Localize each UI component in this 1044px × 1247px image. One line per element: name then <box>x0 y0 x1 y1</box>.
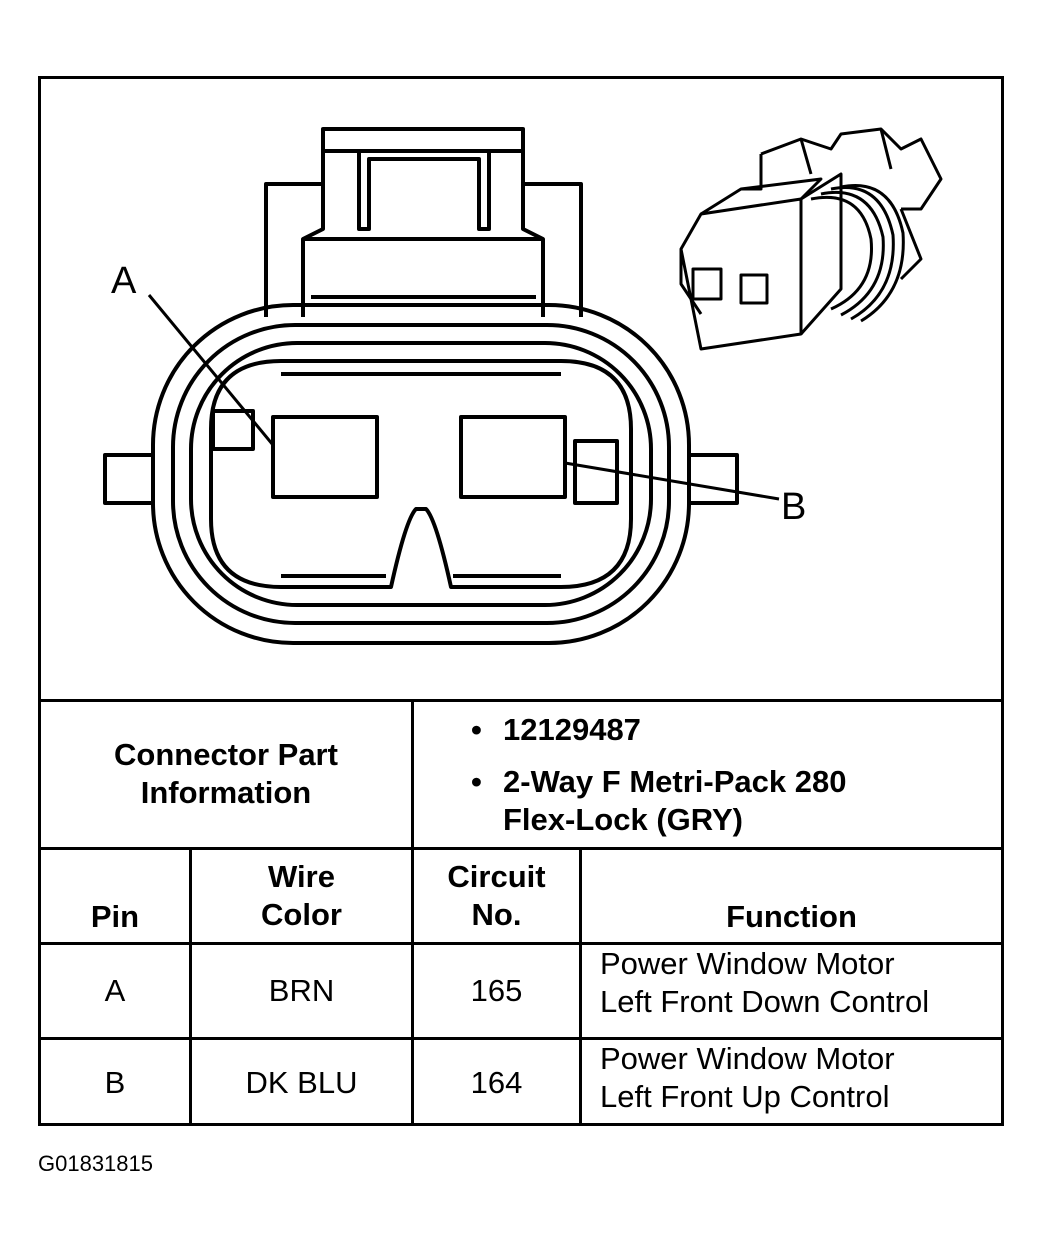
connector-description-line2: Flex-Lock (GRY) <box>503 802 743 837</box>
left-ear <box>103 453 155 505</box>
connector-info-bullet: • 12129487 <box>471 711 1001 749</box>
part-number: 12129487 <box>503 712 641 747</box>
terminal-cavity-b <box>459 415 567 499</box>
diagram-frame: A B Connector Part Information <box>38 76 1004 1126</box>
table-row-a-function: Power Window Motor Left Front Down Contr… <box>600 946 930 1019</box>
table-row-b-wire-color: DK BLU <box>245 1065 358 1100</box>
connector-illustration <box>679 127 943 351</box>
figure-id: G01831815 <box>38 1151 153 1176</box>
table-row-b-function: Power Window Motor Left Front Up Control <box>600 1041 895 1114</box>
table-row-a-circuit: 165 <box>470 973 523 1008</box>
table-row-a-wire-color: BRN <box>268 973 335 1008</box>
connector-cavity <box>209 359 633 589</box>
connector-info-bullet: • 2-Way F Metri-Pack 280 Flex-Lock (GRY) <box>471 763 1001 839</box>
table-row-b-circuit: 164 <box>470 1065 523 1100</box>
leader-line-b <box>564 461 780 501</box>
connector-info-label-line1: Connector Part <box>114 737 338 772</box>
header-function: Function <box>726 899 857 934</box>
connector-diagram: A B <box>103 127 943 645</box>
locking-tab <box>264 127 583 317</box>
connector-info-bullets: • 12129487 • 2-Way F Metri-Pack 280 Flex… <box>471 711 1001 853</box>
table-row-a-pin: A <box>104 973 126 1008</box>
connector-info-label: Connector Part Information <box>41 701 411 847</box>
header-circuit-no: Circuit No. <box>447 859 546 932</box>
pin-label-b: B <box>781 486 806 528</box>
terminal-cavity-a <box>271 415 379 499</box>
connector-outer-shell <box>151 303 691 645</box>
bullet-icon: • <box>471 764 482 799</box>
leader-line-a <box>147 294 275 446</box>
header-wire-color: Wire Color <box>261 859 342 932</box>
connector-description-line1: 2-Way F Metri-Pack 280 <box>503 764 847 799</box>
pin-label-a: A <box>111 260 137 302</box>
table-row-b-pin: B <box>104 1065 126 1100</box>
right-ear <box>687 453 739 505</box>
header-pin: Pin <box>90 899 140 934</box>
bullet-icon: • <box>471 712 482 747</box>
connector-info-label-line2: Information <box>140 775 312 810</box>
